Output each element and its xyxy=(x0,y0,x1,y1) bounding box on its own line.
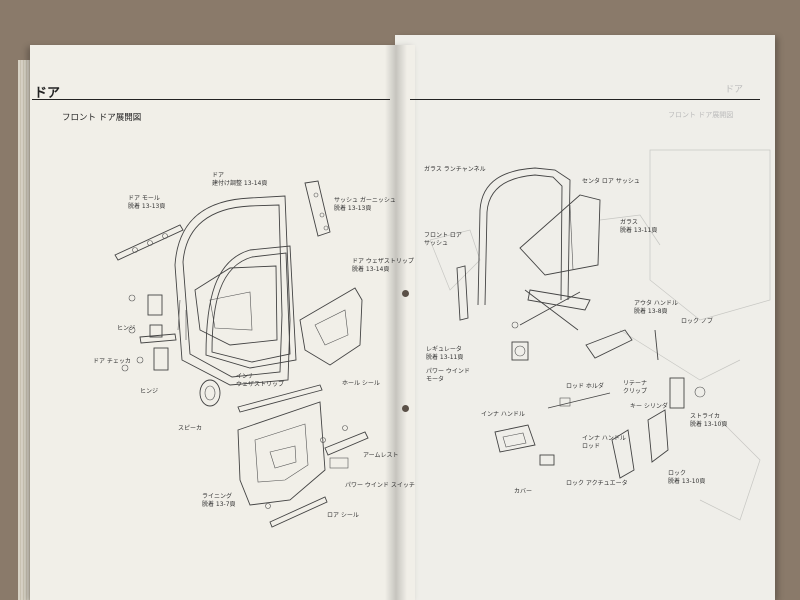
label-lining-ref: 脱着 13-7頁 xyxy=(202,501,236,508)
label-lock: ロック xyxy=(668,470,687,477)
glass-drawing xyxy=(519,194,601,276)
label-door-weatherstrip: ドア ウェザストリップ xyxy=(352,258,414,265)
section-title: フロント ドア展開図 xyxy=(62,113,142,123)
door-weatherstrip-drawing xyxy=(205,245,297,369)
label-key-cylinder: キー シリンダ xyxy=(630,403,668,410)
armrest-drawing xyxy=(320,425,369,469)
label-lock-actuator: ロック アクチュエータ xyxy=(566,480,628,487)
label-retainer-clip-1: リテーナ xyxy=(623,380,648,387)
label-cover: カバー xyxy=(514,488,533,495)
label-lining: ライニング xyxy=(202,493,233,500)
label-inner-handle-rod-2: ロッド xyxy=(582,443,601,450)
lining-drawing xyxy=(237,401,326,506)
label-door-weatherstrip-ref: 脱着 13-14頁 xyxy=(352,266,390,273)
front-lower-sash-drawing xyxy=(456,265,469,321)
label-outer-handle: アウタ ハンドル xyxy=(634,300,678,307)
label-lower-seal: ロア シール xyxy=(327,512,359,519)
book-gutter xyxy=(385,45,407,600)
label-striker: ストライカ xyxy=(690,413,721,420)
rod-holder-drawing xyxy=(547,392,611,409)
label-glass-ref: 脱着 13-11頁 xyxy=(620,227,658,234)
label-regulator-ref: 脱着 13-11頁 xyxy=(426,354,464,361)
binder-hole xyxy=(402,290,409,297)
hole-seal-drawing xyxy=(299,287,363,366)
door-mold-drawing xyxy=(114,224,184,261)
label-regulator: レギュレータ xyxy=(426,346,462,353)
label-power-window-switch: パワー ウインド スイッチ xyxy=(345,482,415,489)
header-rule-left xyxy=(32,99,390,100)
label-hinge-upper: ヒンジ xyxy=(117,325,136,332)
left-page xyxy=(30,45,415,600)
show-through-diagram xyxy=(429,149,771,521)
label-door-ref: 建付け調整 13-14頁 xyxy=(212,180,268,187)
lock-drawing xyxy=(647,329,706,463)
label-rod-holder: ロッド ホルダ xyxy=(566,383,604,390)
label-door: ドア xyxy=(212,172,225,179)
inner-handle-drawing xyxy=(494,424,555,466)
label-armrest: アームレスト xyxy=(363,452,399,459)
lower-seal-drawing xyxy=(265,496,328,528)
label-lock-knob: ロック ノブ xyxy=(681,318,713,325)
label-speaker: スピーカ xyxy=(178,425,203,432)
page-header-door: ドア xyxy=(34,86,61,101)
label-door-mold: ドア モール xyxy=(128,195,160,202)
label-hole-seal: ホール シール xyxy=(342,380,380,387)
label-center-lower-sash: センタ ロア サッシュ xyxy=(582,178,640,185)
label-sash-garnish-ref: 脱着 13-13頁 xyxy=(334,205,372,212)
hinge-drawings xyxy=(121,294,177,372)
label-lock-ref: 脱着 13-10頁 xyxy=(668,478,706,485)
label-power-window-motor-2: モータ xyxy=(426,376,445,383)
outer-handle-drawing xyxy=(585,329,633,359)
glass-run-channel-drawing xyxy=(477,167,571,306)
page-stack-edges xyxy=(18,60,32,600)
label-door-checker: ドア チェッカ xyxy=(93,358,131,365)
header-rule-right xyxy=(410,99,760,100)
label-power-window-motor-1: パワー ウインド xyxy=(426,368,470,375)
label-retainer-clip-2: クリップ xyxy=(623,388,648,395)
show-through-header: ドア xyxy=(725,85,744,95)
label-glass: ガラス xyxy=(620,219,638,226)
label-front-lower-sash-2: サッシュ xyxy=(424,240,449,247)
door-frame-drawing xyxy=(174,195,291,386)
inner-weatherstrip-drawing xyxy=(237,384,323,413)
sash-garnish-drawing xyxy=(304,180,331,237)
regulator-drawing xyxy=(511,289,591,331)
label-inner-weatherstrip-2: ウェザストリップ xyxy=(236,381,284,388)
lock-actuator-drawing xyxy=(611,429,635,479)
label-inner-handle-rod-1: インナ ハンドル xyxy=(582,435,626,442)
label-outer-handle-ref: 脱着 13-8頁 xyxy=(634,308,668,315)
label-door-mold-ref: 脱着 13-13頁 xyxy=(128,203,166,210)
label-striker-ref: 脱着 13-10頁 xyxy=(690,421,728,428)
label-hinge-lower: ヒンジ xyxy=(140,388,159,395)
label-sash-garnish: サッシュ ガーニッシュ xyxy=(334,197,396,204)
label-glass-run-channel: ガラス ランチャンネル xyxy=(424,166,486,173)
power-window-motor-drawing xyxy=(511,341,529,361)
speaker-drawing xyxy=(199,379,221,407)
binder-hole xyxy=(402,405,409,412)
label-front-lower-sash-1: フロント ロア xyxy=(424,232,462,239)
label-inner-weatherstrip-1: インナ xyxy=(236,373,255,380)
label-inner-handle: インナ ハンドル xyxy=(481,411,525,418)
show-through-section: フロント ドア展開図 xyxy=(668,111,734,119)
